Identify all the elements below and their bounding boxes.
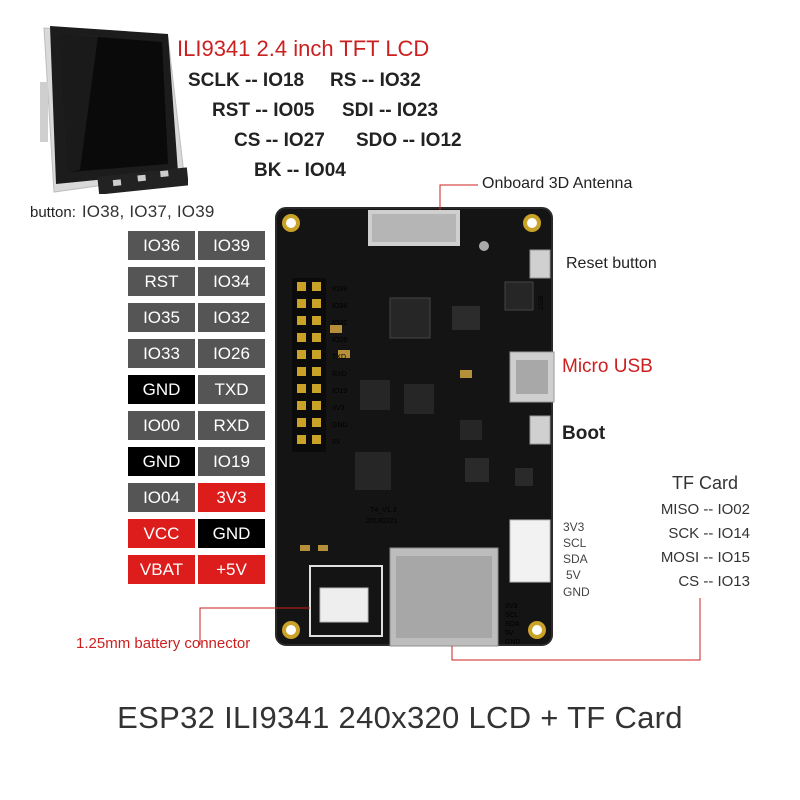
silk-conn-label: 3V3	[505, 603, 518, 610]
lcd-pin-rst: RST -- IO05	[212, 100, 315, 121]
lcd-pin-sclk: SCLK -- IO18	[188, 70, 305, 91]
header-pin	[312, 384, 321, 393]
pin-cell: IO04	[128, 483, 195, 512]
silk-header-label: IO39	[332, 286, 347, 293]
lcd-pin-sdi: SDI -- IO23	[342, 100, 439, 121]
battery-connector-label: 1.25mm battery connector	[76, 635, 251, 652]
silk-header-label: IO19	[332, 388, 347, 395]
header-pin	[312, 401, 321, 410]
tf-card-title: TF Card	[672, 473, 739, 493]
i2c-connector	[509, 519, 551, 583]
pin-cell: IO26	[198, 339, 265, 368]
reset-button-label: Reset button	[566, 255, 657, 272]
lcd-pin-rs: RS -- IO32	[330, 70, 421, 91]
pin-cell: GND	[198, 519, 265, 548]
silk-header-label: IO32	[332, 320, 347, 327]
header-pin	[312, 350, 321, 359]
pin-cell: GND	[128, 375, 195, 404]
lcd-pin-sdo: SDO -- IO12	[356, 130, 462, 151]
antenna-leader	[439, 184, 478, 210]
connector-pin-5v: 5V	[566, 568, 581, 582]
tf-leader	[451, 598, 701, 661]
pin-cell: +5V	[198, 555, 265, 584]
battery-connector-part	[309, 565, 383, 637]
connector-pin-sda: SDA	[563, 552, 588, 566]
pin-cell: IO39	[198, 231, 265, 260]
pin-cell: IO32	[198, 303, 265, 332]
silk-header-label: 5V	[332, 439, 341, 446]
header-pin	[297, 350, 306, 359]
silk-header-label: GND	[332, 422, 348, 429]
esp32-chip	[389, 297, 431, 339]
pin-cell: IO35	[128, 303, 195, 332]
button-label: button:	[30, 204, 76, 221]
silk-header-label: 3V3	[332, 405, 345, 412]
silk-header-label: RXD	[332, 371, 347, 378]
lcd-pin-bk: BK -- IO04	[254, 160, 346, 181]
pin-cell: VBAT	[128, 555, 195, 584]
button-values: IO38, IO37, IO39	[81, 202, 215, 221]
footer-title: ESP32 ILI9341 240x320 LCD + TF Card	[117, 700, 683, 735]
pin-cell: RST	[128, 267, 195, 296]
silk-conn-label: 5V	[505, 630, 514, 637]
tf-pin-sck: SCK -- IO14	[668, 525, 750, 542]
micro-usb-label: Micro USB	[562, 356, 653, 377]
reset-button-part	[529, 249, 551, 279]
header-pin	[297, 367, 306, 376]
tf-pin-cs: CS -- IO13	[678, 573, 750, 590]
header-pin	[312, 435, 321, 444]
header-pin	[297, 435, 306, 444]
pin-cell: IO34	[198, 267, 265, 296]
battery-leader	[199, 607, 310, 645]
silk-date: 20190221	[366, 518, 397, 525]
header-pin	[297, 333, 306, 342]
pin-cell: GND	[128, 447, 195, 476]
lcd-module-image	[40, 26, 188, 194]
header-pin	[312, 367, 321, 376]
header-pin	[312, 418, 321, 427]
silk-header-label: IO34	[332, 303, 347, 310]
header-pin	[312, 316, 321, 325]
silk-conn-label: GND	[505, 639, 521, 646]
pin-cell: IO00	[128, 411, 195, 440]
lcd-title: ILI9341 2.4 inch TFT LCD	[177, 36, 430, 61]
lcd-pin-cs: CS -- IO27	[234, 130, 325, 151]
usb-chip	[504, 281, 534, 311]
button-pins: button: IO38, IO37, IO39	[30, 202, 215, 222]
connector-pin-gnd: GND	[563, 585, 590, 599]
pin-cell: IO36	[128, 231, 195, 260]
silk-conn-label: SCL	[505, 612, 519, 619]
header-pin	[312, 282, 321, 291]
silk-conn-label: SDA	[505, 621, 520, 628]
header-pin	[312, 299, 321, 308]
pin-cell: RXD	[198, 411, 265, 440]
pin-cell: IO33	[128, 339, 195, 368]
header-pin	[297, 418, 306, 427]
antenna-label: Onboard 3D Antenna	[482, 175, 633, 192]
header-pin	[297, 299, 306, 308]
boot-button-part	[529, 415, 551, 445]
header-pin	[297, 282, 306, 291]
connector-pin-3v3: 3V3	[563, 520, 585, 534]
pin-cell: 3V3	[198, 483, 265, 512]
tf-pin-miso: MISO -- IO02	[660, 501, 750, 518]
pin-cell: IO19	[198, 447, 265, 476]
header-pin	[297, 384, 306, 393]
connector-pin-scl: SCL	[563, 536, 587, 550]
silk-header-label: TXD	[332, 354, 346, 361]
boot-button-label: Boot	[562, 423, 606, 444]
tf-pin-mosi: MOSI -- IO15	[660, 549, 750, 566]
silk-rst: RST	[536, 296, 543, 311]
header-pin	[297, 316, 306, 325]
pin-cell: VCC	[128, 519, 195, 548]
pin-cell: TXD	[198, 375, 265, 404]
pcb-board	[276, 208, 552, 645]
silk-header-label: IO26	[332, 337, 347, 344]
header-pin	[297, 401, 306, 410]
header-pin	[312, 333, 321, 342]
silk-version: T4_V1.3	[370, 507, 397, 514]
